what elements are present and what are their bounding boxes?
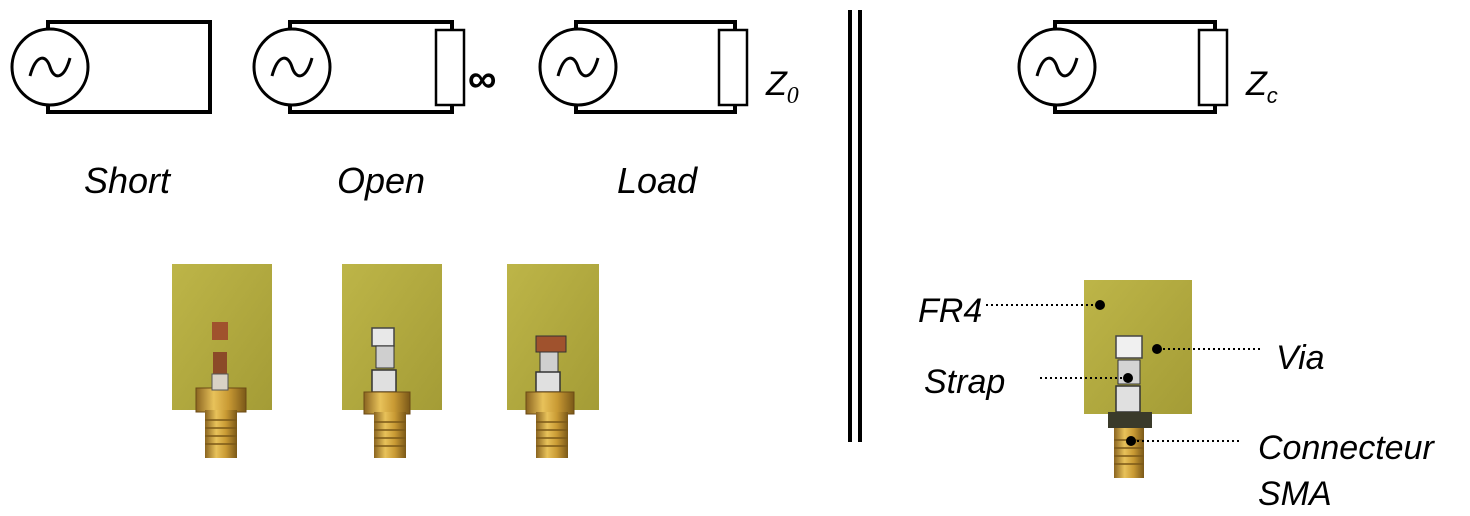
load-impedance-label: Z0 <box>765 65 799 109</box>
via-label: Via <box>1276 339 1325 377</box>
pin-pad <box>535 371 561 393</box>
via-dot <box>1152 344 1162 354</box>
sma-connector <box>536 412 568 458</box>
connector-flange <box>363 391 411 415</box>
transmission-line <box>46 20 212 114</box>
connector-flange <box>1108 412 1152 428</box>
pin-pad <box>371 369 397 393</box>
load-impedance-sub: 0 <box>787 83 799 109</box>
load-circuit-schematic <box>538 20 749 114</box>
short-circuit-schematic <box>10 20 212 114</box>
sine-wave-icon <box>556 56 600 78</box>
strap <box>375 345 395 369</box>
pin-pad <box>1115 385 1141 413</box>
open-board-photo <box>342 264 442 458</box>
load-label: Load <box>617 160 698 201</box>
test-impedance-sub: c <box>1267 83 1278 108</box>
strap <box>539 351 559 373</box>
sma-connector <box>1114 428 1144 478</box>
strap-label: Strap <box>924 363 1005 401</box>
test-circuit-schematic <box>1017 20 1229 114</box>
sine-wave-icon <box>28 56 72 78</box>
connector-dot <box>1126 436 1136 446</box>
via-pad <box>1115 335 1143 359</box>
strap-dot <box>1123 373 1133 383</box>
load-impedance-main: Z <box>765 65 788 103</box>
test-impedance-main: Z <box>1245 65 1268 103</box>
resistor-icon <box>717 28 749 107</box>
sma-connector <box>374 412 406 458</box>
connector-label-line2: SMA <box>1258 475 1332 513</box>
via-pad <box>371 327 395 347</box>
sine-wave-icon <box>270 56 314 78</box>
open-impedance-label: ∞ <box>468 57 497 101</box>
fr4-label: FR4 <box>918 292 982 330</box>
short-board-photo <box>172 264 272 458</box>
resistor-chip <box>535 335 567 353</box>
load-board-photo <box>507 264 599 458</box>
sma-connector <box>205 410 237 458</box>
connector-flange <box>195 387 247 413</box>
connector-flange <box>525 391 575 415</box>
annotation-dots <box>1095 300 1162 446</box>
copper-strap <box>213 352 227 374</box>
connector-pin-pad <box>211 373 229 391</box>
fr4-dot <box>1095 300 1105 310</box>
copper-pad <box>212 322 228 340</box>
open-label: Open <box>337 160 425 201</box>
open-circuit-schematic <box>252 20 466 114</box>
resistor-icon <box>434 28 466 107</box>
test-impedance-label: Zc <box>1245 65 1278 108</box>
annotation-leaders <box>986 304 1262 442</box>
short-label: Short <box>84 160 172 201</box>
connector-label-line1: Connecteur <box>1258 429 1435 467</box>
resistor-icon <box>1197 28 1229 107</box>
double-divider <box>848 10 862 442</box>
sine-wave-icon <box>1035 56 1079 78</box>
